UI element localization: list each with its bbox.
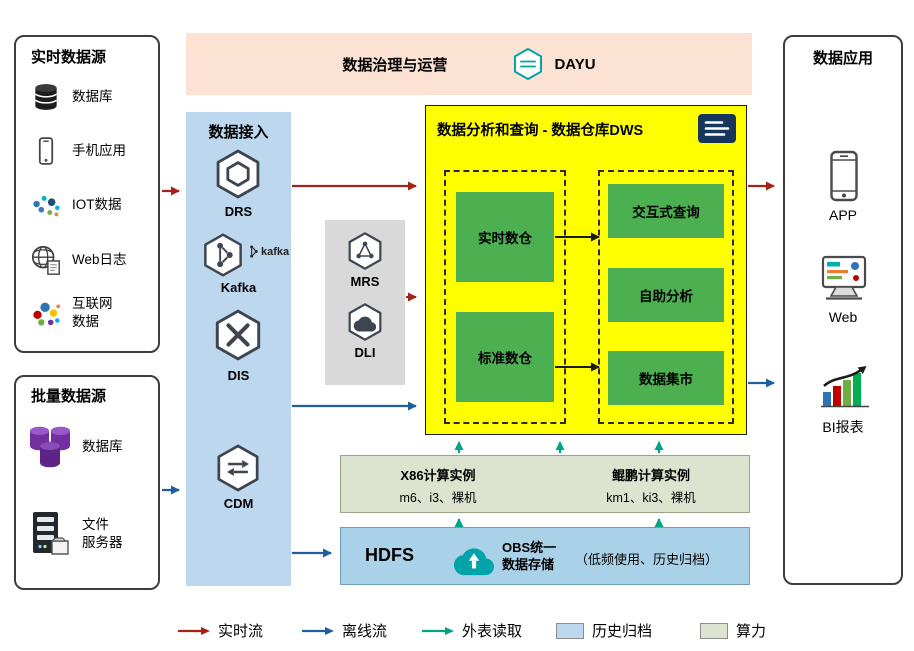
drs-icon xyxy=(212,148,264,200)
offline-arrow-icon xyxy=(302,626,334,636)
analysis-group xyxy=(598,170,734,424)
list-item: Web日志 xyxy=(28,243,127,277)
legend-label: 离线流 xyxy=(342,623,388,640)
standard-warehouse-box: 标准数仓 xyxy=(456,312,554,402)
list-item: 数据库 xyxy=(26,422,123,472)
database-icon xyxy=(28,81,64,113)
internet-data-icon xyxy=(28,297,64,329)
obs-cloud-icon xyxy=(451,537,497,577)
list-item: 手机应用 xyxy=(28,135,126,167)
item-label: 互联网 数据 xyxy=(72,296,113,329)
x86-title: X86计算实例 xyxy=(400,468,476,483)
legend-offline: 离线流 xyxy=(302,620,387,641)
dayu-brand: DAYU xyxy=(511,47,596,81)
processing-box: MRS DLI xyxy=(325,220,405,385)
obs-title: OBS统一 数据存储 xyxy=(502,540,557,572)
x86-detail: m6、i3、裸机 xyxy=(399,491,477,505)
bi-report-icon xyxy=(819,364,871,410)
item-label: IOT数据 xyxy=(72,197,122,213)
web-label: Web xyxy=(828,309,858,325)
warehouse-group xyxy=(444,170,566,424)
batch-sources-panel: 批量数据源 数据库 文件 服务器 xyxy=(14,375,160,590)
data-mart-box: 数据集市 xyxy=(608,351,724,405)
item-label: Web日志 xyxy=(72,252,127,268)
iot-icon xyxy=(28,189,64,221)
ingestion-title: 数据接入 xyxy=(208,124,269,141)
ingestion-column: 数据接入 DRS kafka Kafka DIS CDM xyxy=(186,112,291,586)
dis-label: DIS xyxy=(227,368,250,383)
list-item: 互联网 数据 xyxy=(28,295,113,330)
drs-label: DRS xyxy=(224,204,253,219)
dayu-icon xyxy=(511,47,545,81)
dws-box: 数据分析和查询 - 数据仓库DWS 实时数仓 标准数仓 交互式查询 自助分析 数… xyxy=(425,105,747,435)
legend-label: 历史归档 xyxy=(592,623,653,640)
phone-icon xyxy=(28,135,64,167)
list-item: 数据库 xyxy=(28,81,113,113)
cdm-icon xyxy=(213,443,263,493)
archive-swatch xyxy=(556,622,584,639)
legend-realtime: 实时流 xyxy=(178,620,263,641)
mrs-icon xyxy=(345,231,385,271)
legend-label: 外表读取 xyxy=(462,623,523,640)
kunpeng-title: 鲲鹏计算实例 xyxy=(611,468,690,483)
realtime-arrow-icon xyxy=(178,626,210,636)
item-label: 数据库 xyxy=(82,439,123,455)
kafka-mark-label: kafka xyxy=(261,245,290,258)
kafka-wordmark: kafka xyxy=(248,244,289,259)
kafka-logo-icon xyxy=(248,244,259,259)
legend-label: 算力 xyxy=(736,623,767,640)
interactive-query-box: 交互式查询 xyxy=(608,184,724,238)
dayu-label: DAYU xyxy=(554,55,596,73)
item-label: 文件 服务器 xyxy=(82,517,123,550)
hdfs-label: HDFS xyxy=(365,545,414,565)
dws-report-icon xyxy=(697,113,737,144)
app-phone-icon xyxy=(827,150,861,202)
database-cluster-icon xyxy=(26,422,74,472)
compute-instances-box: X86计算实例 m6、i3、裸机 鲲鹏计算实例 km1、ki3、裸机 xyxy=(340,455,750,513)
file-server-icon xyxy=(26,509,74,559)
realtime-sources-panel: 实时数据源 数据库 手机应用 IOT数据 Web日志 xyxy=(14,35,160,353)
kunpeng-detail: km1、ki3、裸机 xyxy=(606,491,696,505)
kafka-label: Kafka xyxy=(220,280,257,295)
dws-title: 数据分析和查询 - 数据仓库DWS xyxy=(437,123,644,139)
compute-swatch xyxy=(700,622,728,639)
item-label: 数据库 xyxy=(72,89,113,105)
applications-title: 数据应用 xyxy=(812,50,873,67)
mrs-label: MRS xyxy=(350,274,380,289)
kunpeng-instances: 鲲鹏计算实例 km1、ki3、裸机 xyxy=(566,465,736,506)
storage-box: HDFS OBS统一 数据存储 （低频使用、历史归档） xyxy=(340,527,750,585)
governance-title: 数据治理与运营 xyxy=(342,56,448,74)
legend-compute: 算力 xyxy=(700,620,766,641)
x86-instances: X86计算实例 m6、i3、裸机 xyxy=(353,465,523,506)
kafka-icon xyxy=(200,232,246,278)
web-icon xyxy=(816,254,872,302)
self-service-analysis-box: 自助分析 xyxy=(608,268,724,322)
dli-icon xyxy=(345,302,385,342)
governance-bar: 数据治理与运营 DAYU xyxy=(186,33,752,95)
applications-panel: 数据应用 APP Web BI报表 xyxy=(783,35,903,585)
app-label: APP xyxy=(828,207,857,223)
globe-icon xyxy=(28,243,64,277)
obs-note: （低频使用、历史归档） xyxy=(575,552,719,567)
cdm-label: CDM xyxy=(223,496,254,511)
list-item: IOT数据 xyxy=(28,189,122,221)
legend-label: 实时流 xyxy=(218,623,264,640)
dli-label: DLI xyxy=(354,345,376,360)
legend-archive: 历史归档 xyxy=(556,620,652,641)
realtime-sources-title: 实时数据源 xyxy=(31,49,107,66)
legend-external: 外表读取 xyxy=(422,620,522,641)
batch-sources-title: 批量数据源 xyxy=(31,388,107,405)
item-label: 手机应用 xyxy=(72,143,126,159)
bi-label: BI报表 xyxy=(822,419,864,435)
realtime-warehouse-box: 实时数仓 xyxy=(456,192,554,282)
list-item: 文件 服务器 xyxy=(26,509,123,559)
external-arrow-icon xyxy=(422,626,454,636)
dis-icon xyxy=(211,308,265,362)
